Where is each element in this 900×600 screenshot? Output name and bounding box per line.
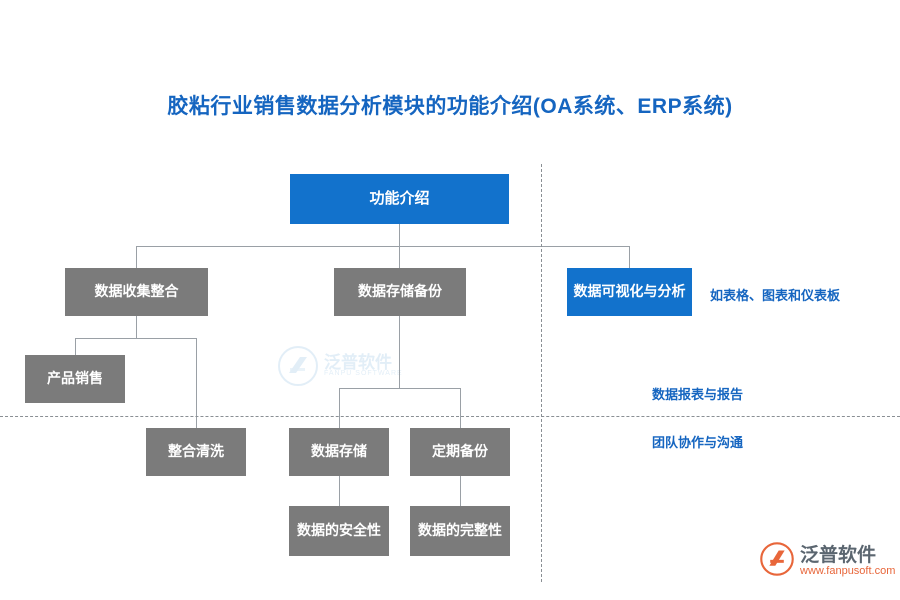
- connector-storage-to-backup: [460, 388, 461, 428]
- node-root[interactable]: 功能介绍: [290, 174, 509, 224]
- connector-drop-collect: [136, 246, 137, 268]
- connector-collect-stem: [136, 316, 137, 338]
- separator-vertical: [541, 164, 542, 582]
- node-integration-clean[interactable]: 整合清洗: [146, 428, 246, 476]
- connector-collect-to-clean: [196, 338, 197, 428]
- side-label-collaboration: 团队协作与沟通: [652, 435, 744, 450]
- node-data-storage-backup[interactable]: 数据存储备份: [334, 268, 466, 316]
- brand-url: www.fanpusoft.com: [800, 565, 896, 577]
- watermark-logo-icon: [278, 346, 318, 386]
- connector-collect-bus: [75, 338, 197, 339]
- node-data-collection[interactable]: 数据收集整合: [65, 268, 208, 316]
- node-regular-backup[interactable]: 定期备份: [410, 428, 510, 476]
- connector-store-to-security: [339, 476, 340, 506]
- connector-storage-stem: [399, 316, 400, 388]
- watermark-name: 泛普软件: [324, 353, 392, 372]
- connector-storage-bus: [339, 388, 460, 389]
- brand-logo-icon: [760, 542, 794, 576]
- brand-name: 泛普软件: [800, 545, 877, 566]
- watermark-subtitle: FANPU SOFTWARE: [324, 370, 403, 377]
- separator-horizontal: [0, 416, 900, 417]
- node-product-sales[interactable]: 产品销售: [25, 355, 125, 403]
- connector-backup-to-integrity: [460, 476, 461, 506]
- connector-root-stem: [399, 224, 400, 246]
- side-label-visualization: 如表格、图表和仪表板: [710, 288, 841, 303]
- side-label-reports: 数据报表与报告: [652, 387, 744, 402]
- brand-logo-block: 泛普软件 www.fanpusoft.com: [760, 540, 895, 590]
- node-data-security[interactable]: 数据的安全性: [289, 506, 389, 556]
- connector-drop-visual: [629, 246, 630, 268]
- connector-collect-to-product: [75, 338, 76, 355]
- watermark: 泛普软件 FANPU SOFTWARE: [278, 344, 458, 388]
- node-data-integrity[interactable]: 数据的完整性: [410, 506, 510, 556]
- connector-storage-to-store: [339, 388, 340, 428]
- page-title: 胶粘行业销售数据分析模块的功能介绍(OA系统、ERP系统): [167, 95, 733, 118]
- node-data-visualization[interactable]: 数据可视化与分析: [567, 268, 692, 316]
- node-data-storage[interactable]: 数据存储: [289, 428, 389, 476]
- connector-drop-storage: [399, 246, 400, 268]
- connector-level2-bus: [136, 246, 629, 247]
